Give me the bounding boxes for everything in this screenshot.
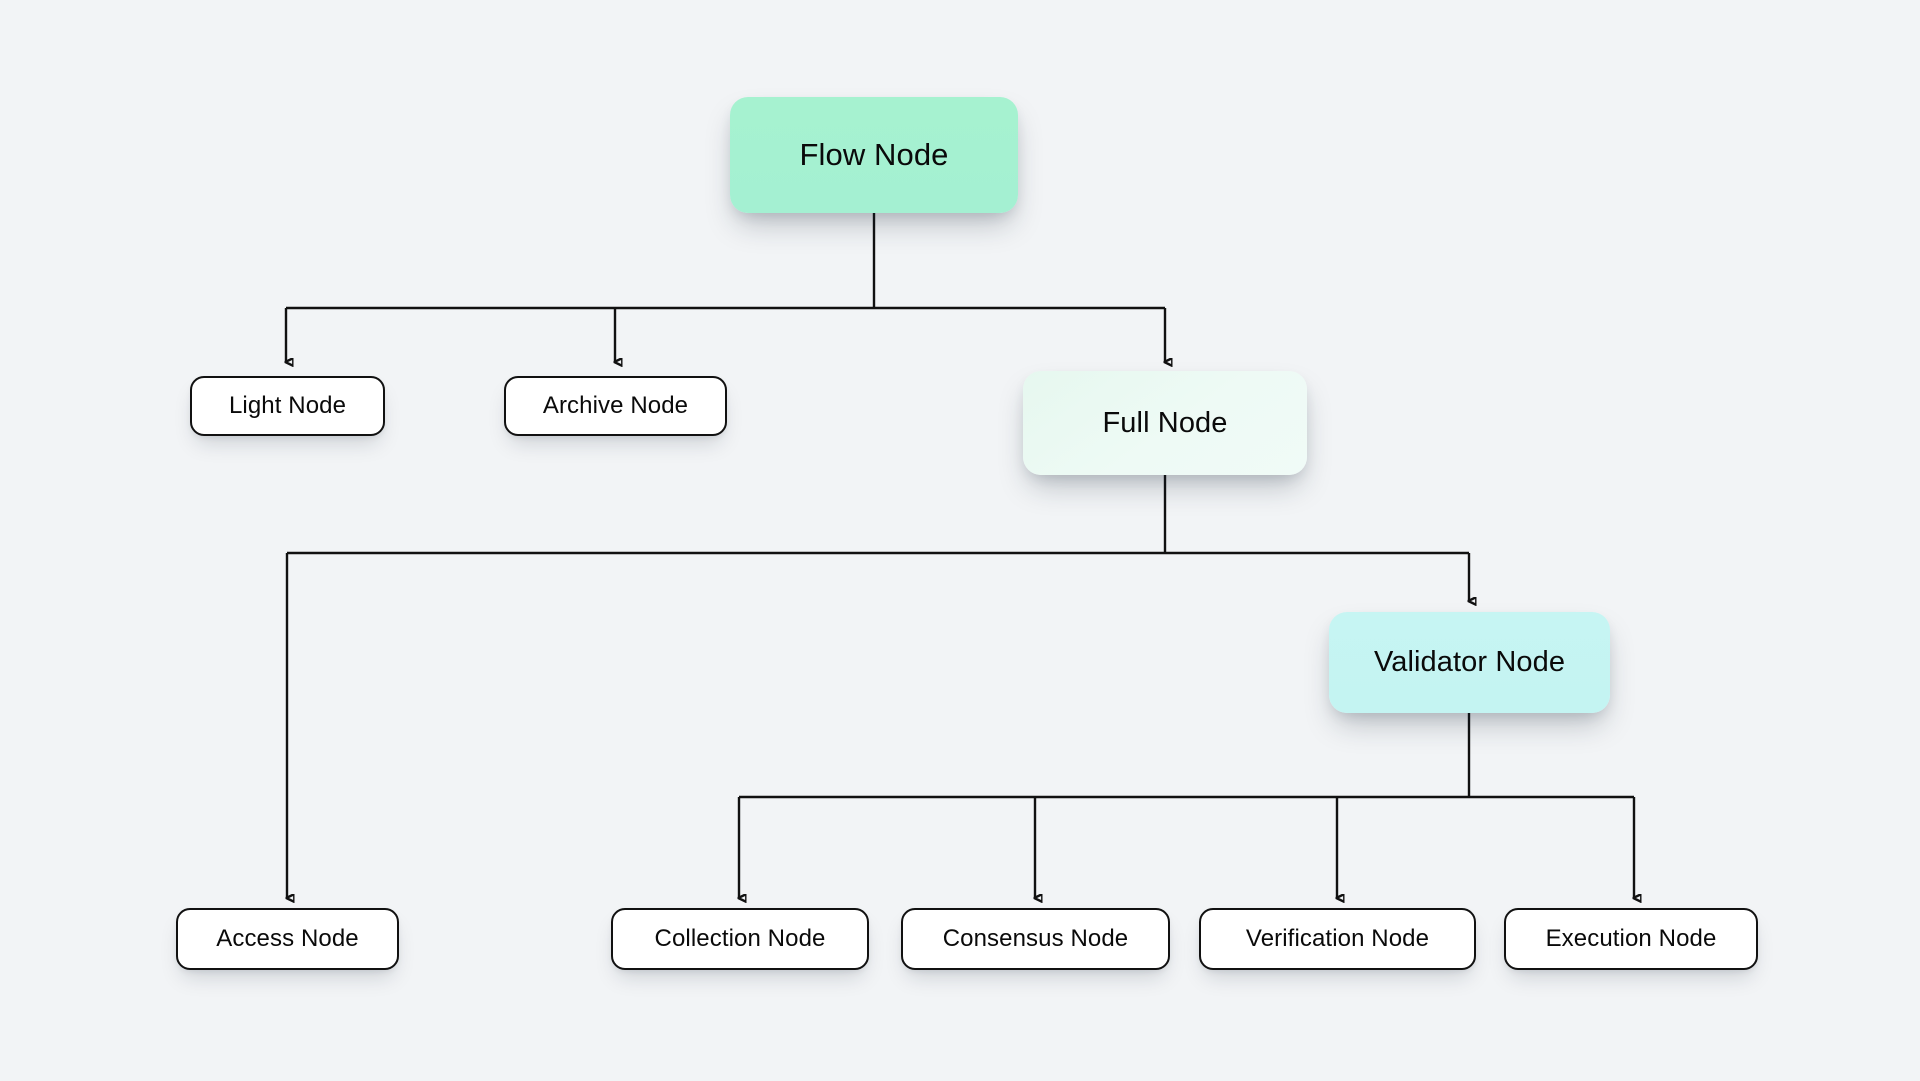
node-label-access-node: Access Node xyxy=(216,925,359,952)
node-consensus-node[interactable]: Consensus Node xyxy=(901,908,1170,970)
node-label-execution-node: Execution Node xyxy=(1545,925,1717,952)
node-execution-node[interactable]: Execution Node xyxy=(1504,908,1758,970)
node-verification-node[interactable]: Verification Node xyxy=(1199,908,1476,970)
node-collection-node[interactable]: Collection Node xyxy=(611,908,869,970)
node-validator-node[interactable]: Validator Node xyxy=(1329,612,1610,713)
node-access-node[interactable]: Access Node xyxy=(176,908,399,970)
node-light-node[interactable]: Light Node xyxy=(190,376,385,436)
node-label-consensus-node: Consensus Node xyxy=(942,925,1129,952)
node-label-verification-node: Verification Node xyxy=(1245,925,1430,952)
node-flow-node[interactable]: Flow Node xyxy=(730,97,1018,213)
node-label-collection-node: Collection Node xyxy=(654,925,826,952)
node-label-flow-node: Flow Node xyxy=(799,137,949,172)
node-label-validator-node: Validator Node xyxy=(1373,646,1566,678)
node-archive-node[interactable]: Archive Node xyxy=(504,376,727,436)
node-label-archive-node: Archive Node xyxy=(542,392,689,419)
node-label-full-node: Full Node xyxy=(1102,406,1228,439)
node-full-node[interactable]: Full Node xyxy=(1023,371,1307,475)
node-label-light-node: Light Node xyxy=(228,392,347,419)
